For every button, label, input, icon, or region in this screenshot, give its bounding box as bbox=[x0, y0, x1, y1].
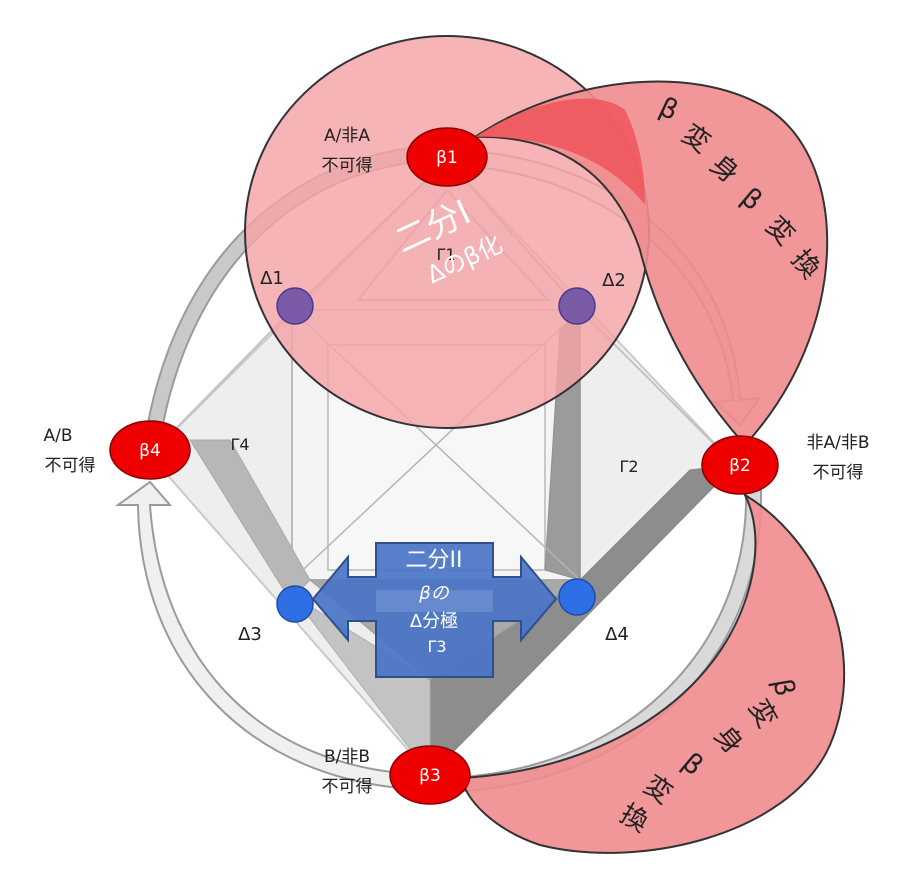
delta1-point[interactable] bbox=[276, 287, 314, 325]
beta1-node[interactable] bbox=[406, 127, 488, 187]
beta2-label-line1: 非A/非B bbox=[806, 433, 869, 453]
beta1-label-line2: 不可得 bbox=[322, 156, 373, 176]
beta4-node[interactable] bbox=[109, 420, 191, 480]
beta4-text: β4 bbox=[139, 441, 161, 461]
beta3-label-line1: B/非B bbox=[324, 747, 370, 767]
lower-lobe bbox=[460, 492, 846, 854]
beta3-text: β3 bbox=[419, 766, 441, 786]
dichotomy-two-arrow bbox=[311, 542, 558, 678]
gamma3-label: Γ3 bbox=[427, 637, 446, 656]
beta1-label-line1: A/非A bbox=[324, 126, 370, 146]
beta2-node[interactable] bbox=[701, 435, 779, 495]
delta2-point[interactable] bbox=[558, 287, 596, 325]
beta3-node[interactable] bbox=[389, 745, 471, 805]
upper-lobe bbox=[471, 80, 829, 447]
arrow-text-line2: βの bbox=[418, 583, 449, 604]
shadow-bottom-left bbox=[291, 594, 431, 777]
beta4-label-line2: 不可得 bbox=[45, 456, 96, 476]
lower-lobe-char-1: β bbox=[767, 676, 801, 698]
beta3-label-line2: 不可得 bbox=[322, 777, 373, 797]
gamma2-label: Γ2 bbox=[619, 457, 638, 476]
gamma1-label: Γ1 bbox=[436, 245, 455, 264]
delta2-label: Δ2 bbox=[602, 270, 626, 291]
arrow-text-line1: 二分II bbox=[406, 548, 463, 573]
beta4-label-line1: A/B bbox=[43, 426, 72, 446]
delta1-label: Δ1 bbox=[260, 268, 284, 289]
upper-lobe-overlap bbox=[475, 98, 645, 205]
beta2-text: β2 bbox=[729, 456, 751, 476]
delta3-point[interactable] bbox=[276, 585, 314, 623]
delta3-label: Δ3 bbox=[238, 624, 262, 645]
delta4-point[interactable] bbox=[558, 578, 596, 616]
delta4-label: Δ4 bbox=[605, 624, 629, 645]
gamma4-label: Γ4 bbox=[230, 435, 249, 454]
arrow-text-line3: Δ分極 bbox=[410, 611, 458, 632]
beta2-label-line2: 不可得 bbox=[813, 463, 864, 483]
beta1-text: β1 bbox=[436, 148, 458, 168]
